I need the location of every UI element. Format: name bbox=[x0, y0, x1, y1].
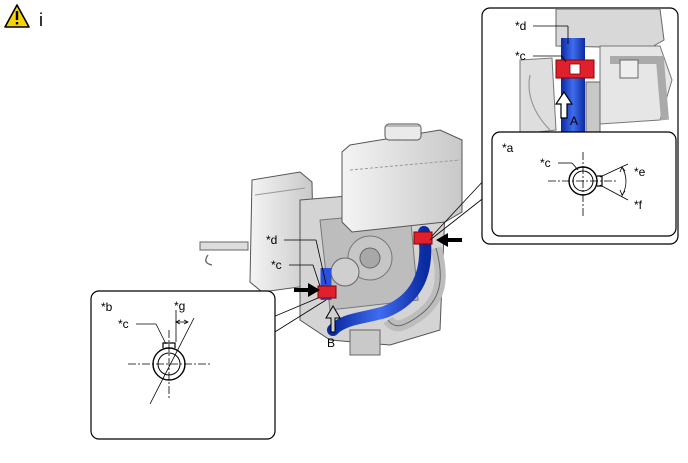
clamp-arrow-right bbox=[436, 233, 462, 247]
inset-a-title: *a bbox=[502, 141, 514, 155]
clamp-arrow-left bbox=[294, 283, 320, 297]
label-d-main: *d bbox=[266, 233, 277, 247]
label-c-main: *c bbox=[271, 258, 282, 272]
warning-triangle-icon bbox=[4, 4, 30, 28]
hose-segment bbox=[561, 38, 585, 138]
inset-b: *b *c *g bbox=[90, 290, 276, 440]
label-g: *g bbox=[174, 299, 185, 313]
label-d-top: *d bbox=[515, 19, 526, 33]
label-c-a: *c bbox=[540, 156, 551, 170]
brake-hose bbox=[327, 226, 432, 336]
label-c-top: *c bbox=[515, 49, 526, 63]
brake-actuator-assembly bbox=[199, 123, 463, 356]
hose-clamp-lower bbox=[317, 285, 337, 299]
arrow-b-label: B bbox=[327, 336, 335, 350]
label-e: *e bbox=[634, 165, 646, 179]
info-letter: i bbox=[39, 10, 43, 30]
label-f: *f bbox=[634, 198, 643, 212]
view-arrow-b bbox=[325, 305, 341, 333]
label-c-b: *c bbox=[118, 317, 129, 331]
hose-clamp-upper bbox=[413, 231, 433, 245]
inset-b-title: *b bbox=[101, 300, 113, 314]
view-arrow-a bbox=[554, 90, 574, 119]
inset-a: *a *c *e *f bbox=[491, 131, 677, 237]
arrow-a-label: A bbox=[570, 114, 578, 128]
